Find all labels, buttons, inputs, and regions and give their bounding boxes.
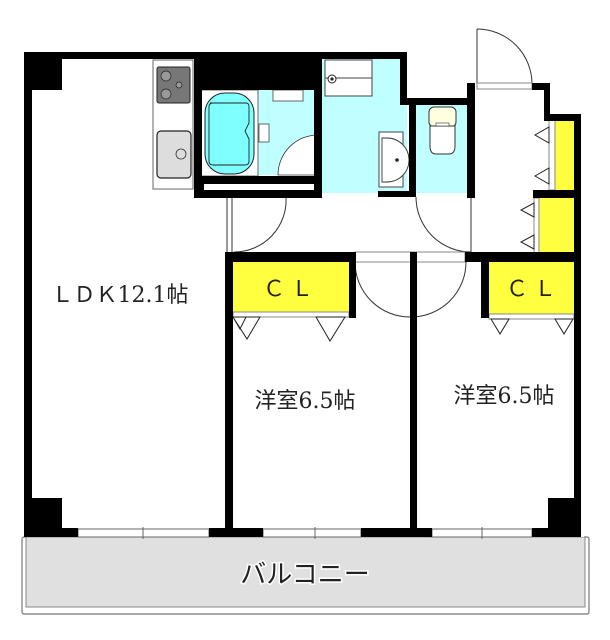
kitchen-counter [152, 59, 194, 190]
closet-2: ＣＬ [489, 262, 574, 314]
western-room-2-label: 洋室6.5帖 [454, 384, 555, 409]
closet-1: ＣＬ [233, 262, 349, 312]
closet-2-label: ＣＬ [506, 277, 562, 302]
kitchen-sink-icon [156, 130, 192, 179]
shoe-closets [539, 120, 574, 254]
balcony-label: バルコニー [240, 560, 369, 590]
ldk-label: ＬＤＫ12.1帖 [52, 283, 189, 308]
wash-basin [378, 131, 410, 188]
stove-icon [156, 66, 191, 104]
western-room-1-label: 洋室6.5帖 [255, 389, 356, 414]
balcony: バルコニー [21, 536, 590, 615]
bathtub [200, 89, 319, 177]
closet-1-label: ＣＬ [263, 277, 319, 302]
washing-machine-pan [324, 59, 373, 97]
toilet [428, 106, 457, 155]
walls [24, 52, 581, 537]
